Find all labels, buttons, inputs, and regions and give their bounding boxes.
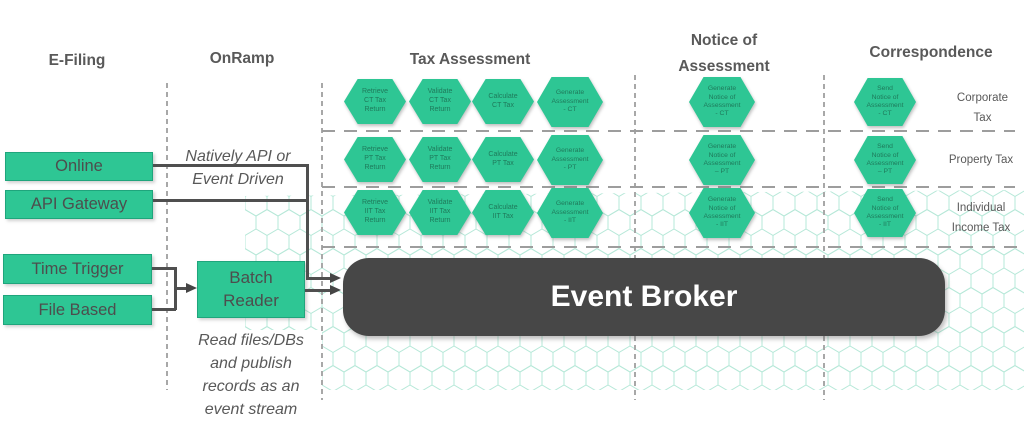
connector-batch-to-broker: [305, 289, 332, 292]
arrowhead-batch-reader: [186, 283, 197, 293]
row-label-property-tax: Property Tax: [948, 154, 1014, 166]
connector-time-trigger-horizontal: [152, 267, 176, 270]
hex-validate-ct: Validate CT Tax Return: [409, 79, 471, 124]
hex-calculate-ct: Calculate CT Tax: [472, 79, 534, 124]
hex-send-notice-iit: Send Notice of Assessment - IIT: [854, 189, 916, 237]
box-online: Online: [5, 152, 153, 181]
lane-divider-efiling-onramp: [166, 83, 168, 390]
hex-validate-pt: Validate PT Tax Return: [409, 137, 471, 182]
header-correspondence: Correspondence: [869, 44, 993, 61]
hex-generate-assessment-ct: Generate Assessment - CT: [537, 77, 603, 127]
event-broker-label: Event Broker: [550, 280, 738, 313]
row-divider-property-individual: [322, 186, 1015, 188]
hex-retrieve-ct: Retrieve CT Tax Return: [344, 79, 406, 124]
event-broker: Event Broker: [343, 258, 945, 336]
connector-online-horizontal: [153, 164, 308, 167]
hex-send-notice-ct: Send Notice of Assessment - CT: [854, 78, 916, 126]
connector-file-based-horizontal: [152, 308, 176, 311]
hex-retrieve-iit: Retrieve IIT Tax Return: [344, 190, 406, 235]
box-api-gateway: API Gateway: [5, 190, 153, 219]
row-label-individual-income-tax: Individual Income Tax: [951, 202, 1011, 234]
header-notice-of-assessment: Notice of Assessment: [678, 32, 770, 75]
box-time-trigger: Time Trigger: [3, 254, 152, 284]
hex-send-notice-pt: Send Notice of Assessment – PT: [854, 136, 916, 184]
hex-generate-notice-iit: Generate Notice of Assessment - IIT: [689, 188, 755, 238]
lane-divider-notice-correspondence: [823, 75, 825, 400]
hex-calculate-pt: Calculate PT Tax: [472, 137, 534, 182]
lane-divider-onramp-tax: [321, 83, 323, 400]
hex-generate-notice-pt: Generate Notice of Assessment – PT: [689, 135, 755, 185]
hex-retrieve-pt: Retrieve PT Tax Return: [344, 137, 406, 182]
note-read-files: Read files/DBs and publish records as an…: [198, 332, 304, 418]
box-file-based: File Based: [3, 295, 152, 325]
arrowhead-broker-bottom: [330, 285, 341, 295]
row-divider-bottom: [322, 246, 1020, 248]
header-efiling: E-Filing: [48, 52, 106, 69]
connector-to-batch: [174, 287, 188, 290]
hex-validate-iit: Validate IIT Tax Return: [409, 190, 471, 235]
row-divider-corporate-property: [322, 130, 1015, 132]
connector-junction-vertical: [306, 164, 309, 279]
hex-generate-assessment-pt: Generate Assessment - PT: [537, 135, 603, 185]
hex-generate-assessment-iit: Generate Assessment - IIT: [537, 188, 603, 238]
lane-divider-tax-notice: [634, 75, 636, 400]
arrowhead-broker-top: [330, 273, 341, 283]
box-batch-reader: Batch Reader: [197, 261, 305, 318]
row-label-corporate-tax: Corporate Tax: [956, 92, 1009, 124]
header-tax-assessment: Tax Assessment: [409, 51, 531, 68]
connector-api-horizontal: [153, 199, 308, 202]
note-natively-api: Natively API or Event Driven: [185, 148, 291, 188]
hex-calculate-iit: Calculate IIT Tax: [472, 190, 534, 235]
connector-to-broker-top: [306, 277, 332, 280]
hex-generate-notice-ct: Generate Notice of Assessment - CT: [689, 77, 755, 127]
header-onramp: OnRamp: [209, 50, 275, 67]
